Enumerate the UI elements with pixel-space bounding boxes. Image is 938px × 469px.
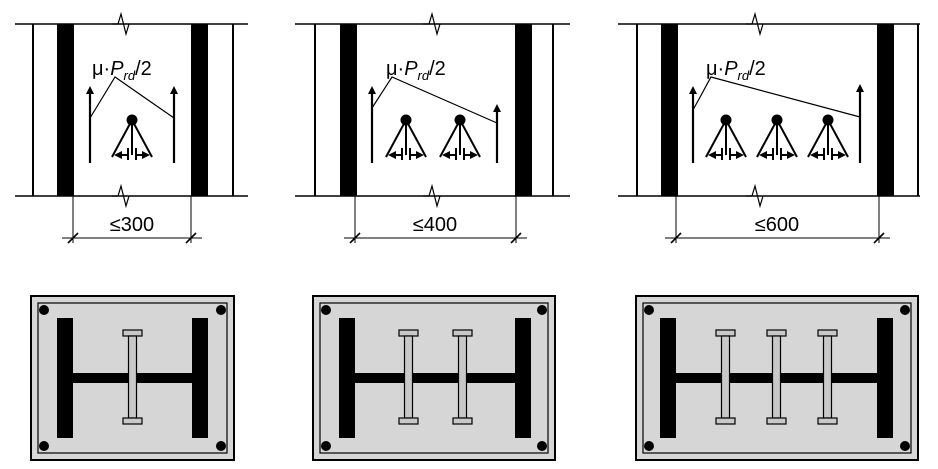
stud-3 [807,114,849,160]
plan-view-3 [635,295,919,461]
elevation-panel-3: μ·Prd/2 [618,11,920,244]
column-flange-right [515,318,531,438]
break-symbol-bottom [423,183,441,209]
break-symbol-bottom [746,183,764,209]
anchor-bolt [216,441,226,451]
column-web-left [57,24,74,196]
stiffener [122,329,143,425]
plate-inner-border [319,302,549,454]
stiffener [817,329,838,425]
anchor-bolt [537,441,547,451]
column-web-right [515,24,532,196]
column-web-left [661,24,678,196]
column-web-right [877,24,894,196]
stud-1 [385,114,427,160]
plate-inner-border [642,302,912,454]
column-flange-left [57,318,73,438]
anchor-bolt [321,305,331,315]
plan-view-2 [312,295,556,461]
anchor-bolt [644,441,654,451]
force-label: μ·Prd/2 [92,58,152,83]
column-flange-right [192,318,208,438]
break-symbol-top [746,11,764,37]
stud-1 [705,114,747,160]
column-web-right [191,24,208,196]
force-label: μ·Prd/2 [386,58,446,83]
dimension-label: ≤600 [755,214,799,236]
anchor-bolt [644,305,654,315]
stud-2 [756,114,798,160]
break-symbol-top [112,11,130,37]
anchor-bolt [537,305,547,315]
anchor-bolt [900,305,910,315]
leader-line [371,76,498,124]
dim-tick-left [67,232,79,244]
column-web-left [340,24,357,196]
elevation-panel-2: μ·Prd/2 ≤400 [295,11,570,244]
dim-tick-left [349,232,361,244]
dim-tick-left [670,232,682,244]
anchor-bolt [321,441,331,451]
stud-2 [439,114,481,160]
stiffener [715,329,736,425]
column-web [355,373,515,383]
column-flange-left [339,318,355,438]
column-flange-left [660,318,676,438]
plan-view-1 [30,295,235,461]
anchor-bolt [216,305,226,315]
dimension-label: ≤300 [110,214,154,236]
anchor-bolt [39,305,49,315]
column-flange-right [877,318,893,438]
stiffener [398,329,419,425]
anchor-bolt [900,441,910,451]
stud-1 [111,114,153,160]
stiffener [452,329,473,425]
anchor-bolt [39,441,49,451]
stiffener [766,329,787,425]
dim-tick-right [510,232,522,244]
dimension-label: ≤400 [413,214,457,236]
elevation-panel-1: μ·Prd/2 ≤300 [15,11,248,244]
dim-tick-right [873,232,885,244]
force-label: μ·Prd/2 [706,58,766,83]
break-symbol-bottom [112,183,130,209]
leader-line [692,76,861,118]
dim-tick-right [185,232,197,244]
plate-inner-border [37,302,228,454]
leader-line [89,76,175,119]
break-symbol-top [423,11,441,37]
